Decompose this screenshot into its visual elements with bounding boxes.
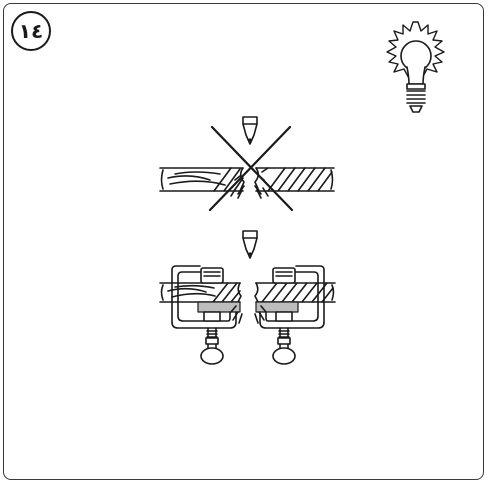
support-strip-left (198, 302, 240, 312)
countertop-board-bottom (160, 283, 335, 302)
lightbulb-icon (387, 22, 444, 112)
correct-method (160, 231, 335, 364)
clamp-icon-left (172, 266, 236, 364)
clamp-icon-right (260, 266, 324, 364)
pencil-tip-icon-top (243, 117, 257, 144)
pencil-tip-icon-bottom (243, 231, 257, 258)
wrong-method (160, 117, 334, 210)
